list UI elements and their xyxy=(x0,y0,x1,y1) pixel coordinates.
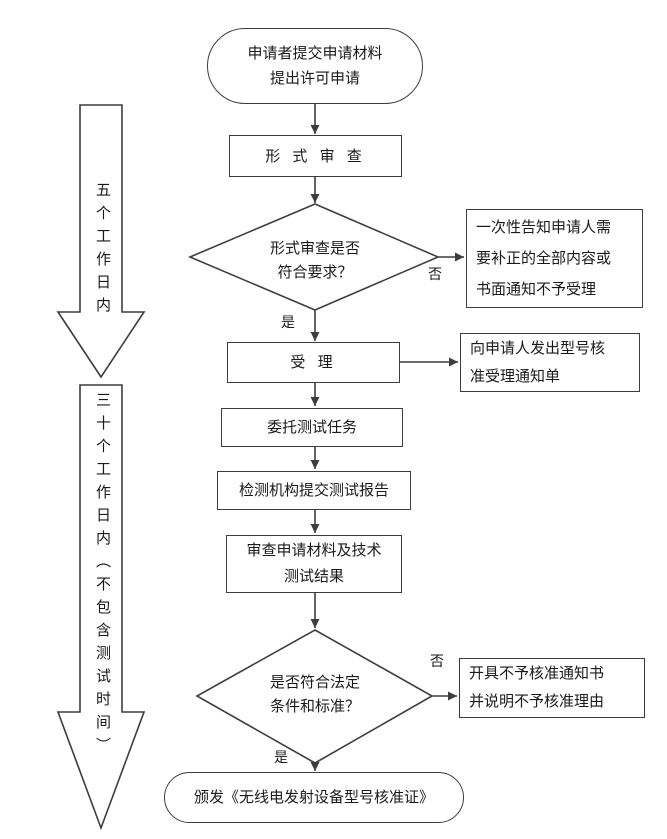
node-end-label: 颁发《无线电发射设备型号核准证》 xyxy=(193,789,434,806)
review-materials-line2: 测试结果 xyxy=(283,568,344,585)
node-formal-review-label: 形 式 审 查 xyxy=(265,147,366,165)
notify-correct-line3: 书面通知不予受理 xyxy=(476,281,597,298)
notify-correct-line1: 一次性告知申请人需 xyxy=(476,219,612,236)
node-assign-test: 委托测试任务 xyxy=(221,408,403,447)
edge-label-yes-1: 是 xyxy=(281,314,295,330)
reject-notice-line1: 开具不予核准通知书 xyxy=(469,665,605,682)
edge-label-yes-2: 是 xyxy=(274,749,288,765)
node-assign-test-label: 委托测试任务 xyxy=(266,419,357,436)
node-reject-notice: 开具不予核准通知书 并说明不予核准理由 xyxy=(459,658,645,718)
decision-legal-line2: 条件和标准？ xyxy=(269,698,360,715)
node-formal-review: 形 式 审 查 xyxy=(229,135,402,177)
decision-legal-line1: 是否符合法定 xyxy=(269,674,360,691)
accept-notice-line2: 准受理通知单 xyxy=(470,367,561,385)
node-decision-formal: 形式审查是否 符合要求？ xyxy=(225,234,405,288)
timeline-arrow-1-label: 五个工作日内 xyxy=(94,182,111,320)
node-review-materials: 审查申请材料及技术 测试结果 xyxy=(226,535,402,593)
notify-correct-line2: 要补正的全部内容或 xyxy=(476,250,612,267)
node-test-report: 检测机构提交测试报告 xyxy=(217,471,411,510)
node-accept-label: 受 理 xyxy=(290,354,337,371)
node-notify-correct: 一次性告知申请人需 要补正的全部内容或 书面通知不予受理 xyxy=(466,209,643,308)
node-decision-legal: 是否符合法定 条件和标准？ xyxy=(225,668,405,722)
timeline-arrow-2-shape xyxy=(56,384,146,831)
timeline-arrow-1-shape xyxy=(56,104,146,379)
node-start-line1: 申请者提交申请材料 xyxy=(247,45,383,62)
node-start: 申请者提交申请材料 提出许可申请 xyxy=(207,28,423,104)
timeline-arrow-2-label: 三十个工作日内（不包含测试时间） xyxy=(94,392,111,760)
decision-formal-line1: 形式审查是否 xyxy=(269,240,360,257)
edge-label-no-2: 否 xyxy=(430,653,444,669)
decision-formal-line2: 符合要求？ xyxy=(277,264,353,281)
node-accept-notice: 向申请人发出型号核 准受理通知单 xyxy=(460,333,640,392)
review-materials-line1: 审查申请材料及技术 xyxy=(246,542,382,559)
node-end: 颁发《无线电发射设备型号核准证》 xyxy=(164,772,464,823)
edge-label-no-1: 否 xyxy=(428,266,442,282)
accept-notice-line1: 向申请人发出型号核 xyxy=(470,339,606,357)
node-test-report-label: 检测机构提交测试报告 xyxy=(238,482,389,499)
reject-notice-line2: 并说明不予核准理由 xyxy=(469,693,605,710)
node-accept: 受 理 xyxy=(227,342,400,383)
node-start-line2: 提出许可申请 xyxy=(269,70,360,87)
